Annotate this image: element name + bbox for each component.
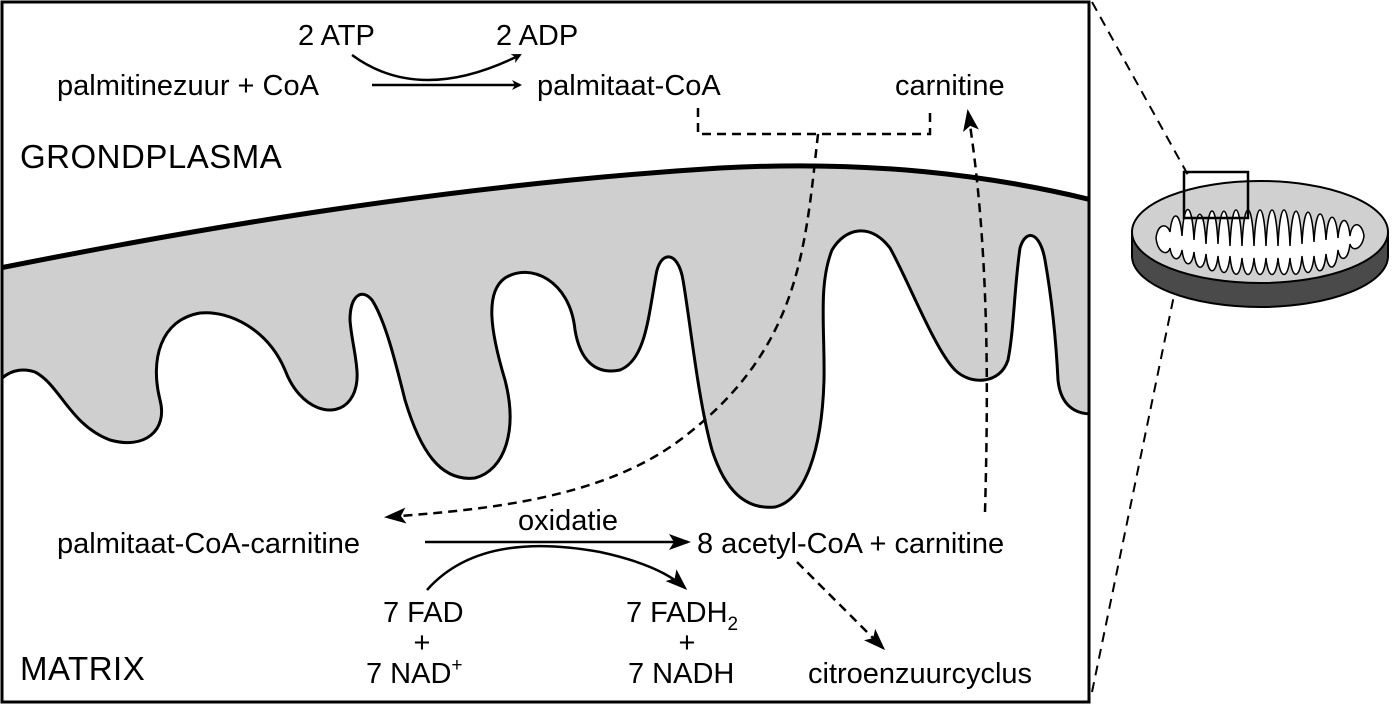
zoom-frame [0, 0, 1091, 704]
zoom-line-top [1091, 1, 1189, 176]
citric-cycle-label: citroenzuurcyclus [808, 658, 1032, 690]
carnitine-top-label: carnitine [895, 70, 1005, 102]
carnitine-return-arrow [963, 109, 989, 513]
matrix-region-label: MATRIX [20, 650, 145, 687]
inner-membrane-region [2, 164, 1089, 509]
zoom-line-bottom [1091, 217, 1191, 693]
reactant-label: palmitinezuur + CoA [57, 70, 320, 102]
complex-label: palmitaat-CoA-carnitine [57, 528, 360, 560]
citric-cycle-arrow [796, 561, 886, 651]
transport-in-arrow [384, 133, 820, 524]
fadh-label: 7 FADH2 [626, 597, 738, 635]
cofactor-curve [426, 544, 688, 591]
plus-left: + [414, 627, 431, 659]
fadh-subscript: 2 [728, 614, 739, 635]
outer-membrane-line [2, 163, 1089, 271]
palmitoyl-coa-label: palmitaat-CoA [537, 70, 721, 102]
nad-label: 7 NAD+ [366, 655, 463, 690]
atp-to-adp-curve [351, 53, 522, 82]
nadh-label: 7 NADH [628, 658, 734, 690]
adp-label: 2 ADP [496, 20, 578, 52]
fad-label: 7 FAD [383, 597, 464, 629]
atp-label: 2 ATP [298, 20, 375, 52]
cytoplasm-region-label: GRONDPLASMA [20, 138, 282, 175]
joining-bracket [696, 108, 932, 136]
plus-right: + [679, 627, 696, 659]
mitochondrion-icon [1131, 170, 1389, 308]
oxidation-label: oxidatie [518, 505, 618, 537]
nad-superscript: + [451, 655, 462, 676]
zoom-selection-box [1182, 170, 1250, 220]
acetyl-coa-label: 8 acetyl-CoA + carnitine [697, 528, 1004, 560]
